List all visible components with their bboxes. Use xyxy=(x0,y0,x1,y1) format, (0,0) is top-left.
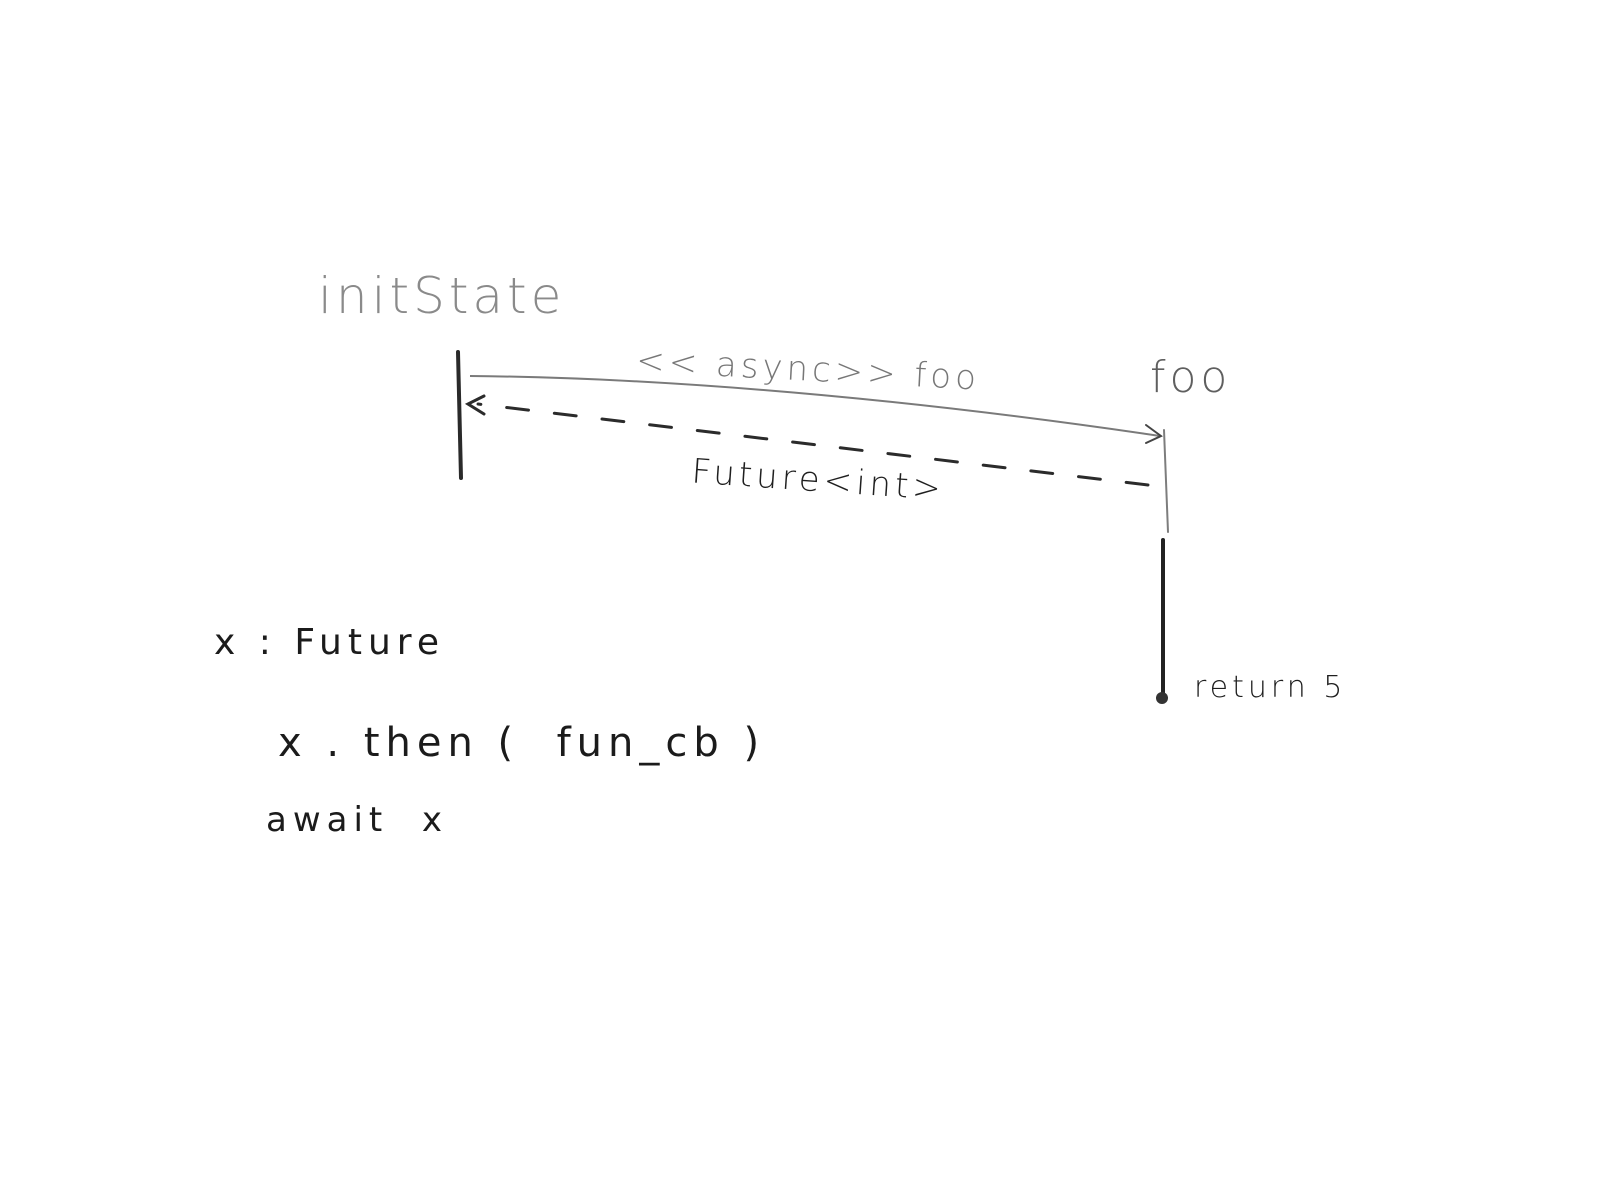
initstate-activation-bar xyxy=(456,350,463,480)
future-return-label: Future<int> xyxy=(690,451,946,509)
note-then-callback: x . then ( fun_cb ) xyxy=(278,720,766,766)
note-future-declaration: x : Future xyxy=(214,622,445,663)
foo-lifeline xyxy=(1163,429,1169,533)
async-call-label: << async>> foo xyxy=(635,341,981,399)
async-call-arrowhead xyxy=(1145,424,1163,444)
participant-label-foo: foo xyxy=(1150,352,1231,403)
future-return-arrowhead xyxy=(464,394,486,416)
note-await: await x xyxy=(266,800,448,840)
foo-end-dot xyxy=(1156,692,1168,704)
return-note: return 5 xyxy=(1194,670,1346,705)
participant-label-initstate: initState xyxy=(318,267,565,325)
async-call-arrow xyxy=(469,375,1161,437)
future-return-arrow xyxy=(476,402,1150,487)
